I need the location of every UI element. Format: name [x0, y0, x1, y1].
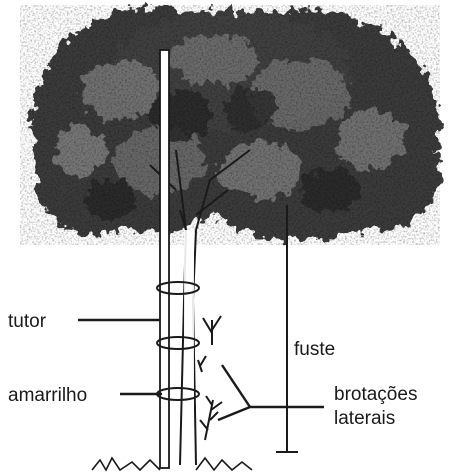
stake-tutor: [160, 50, 169, 468]
lateral-sprouts: [198, 316, 222, 440]
tree-canopy: [20, 5, 440, 245]
label-tutor: tutor: [8, 311, 47, 332]
label-fuste: fuste: [294, 339, 335, 360]
label-brotacoes-line1: brotações: [334, 384, 417, 405]
brotacoes-leader-branch: [222, 365, 250, 407]
label-brotacoes-line2: laterais: [334, 408, 395, 429]
ground: [92, 458, 252, 470]
label-amarrilho: amarrilho: [8, 385, 87, 406]
brotacoes-leader-lower: [218, 407, 250, 420]
